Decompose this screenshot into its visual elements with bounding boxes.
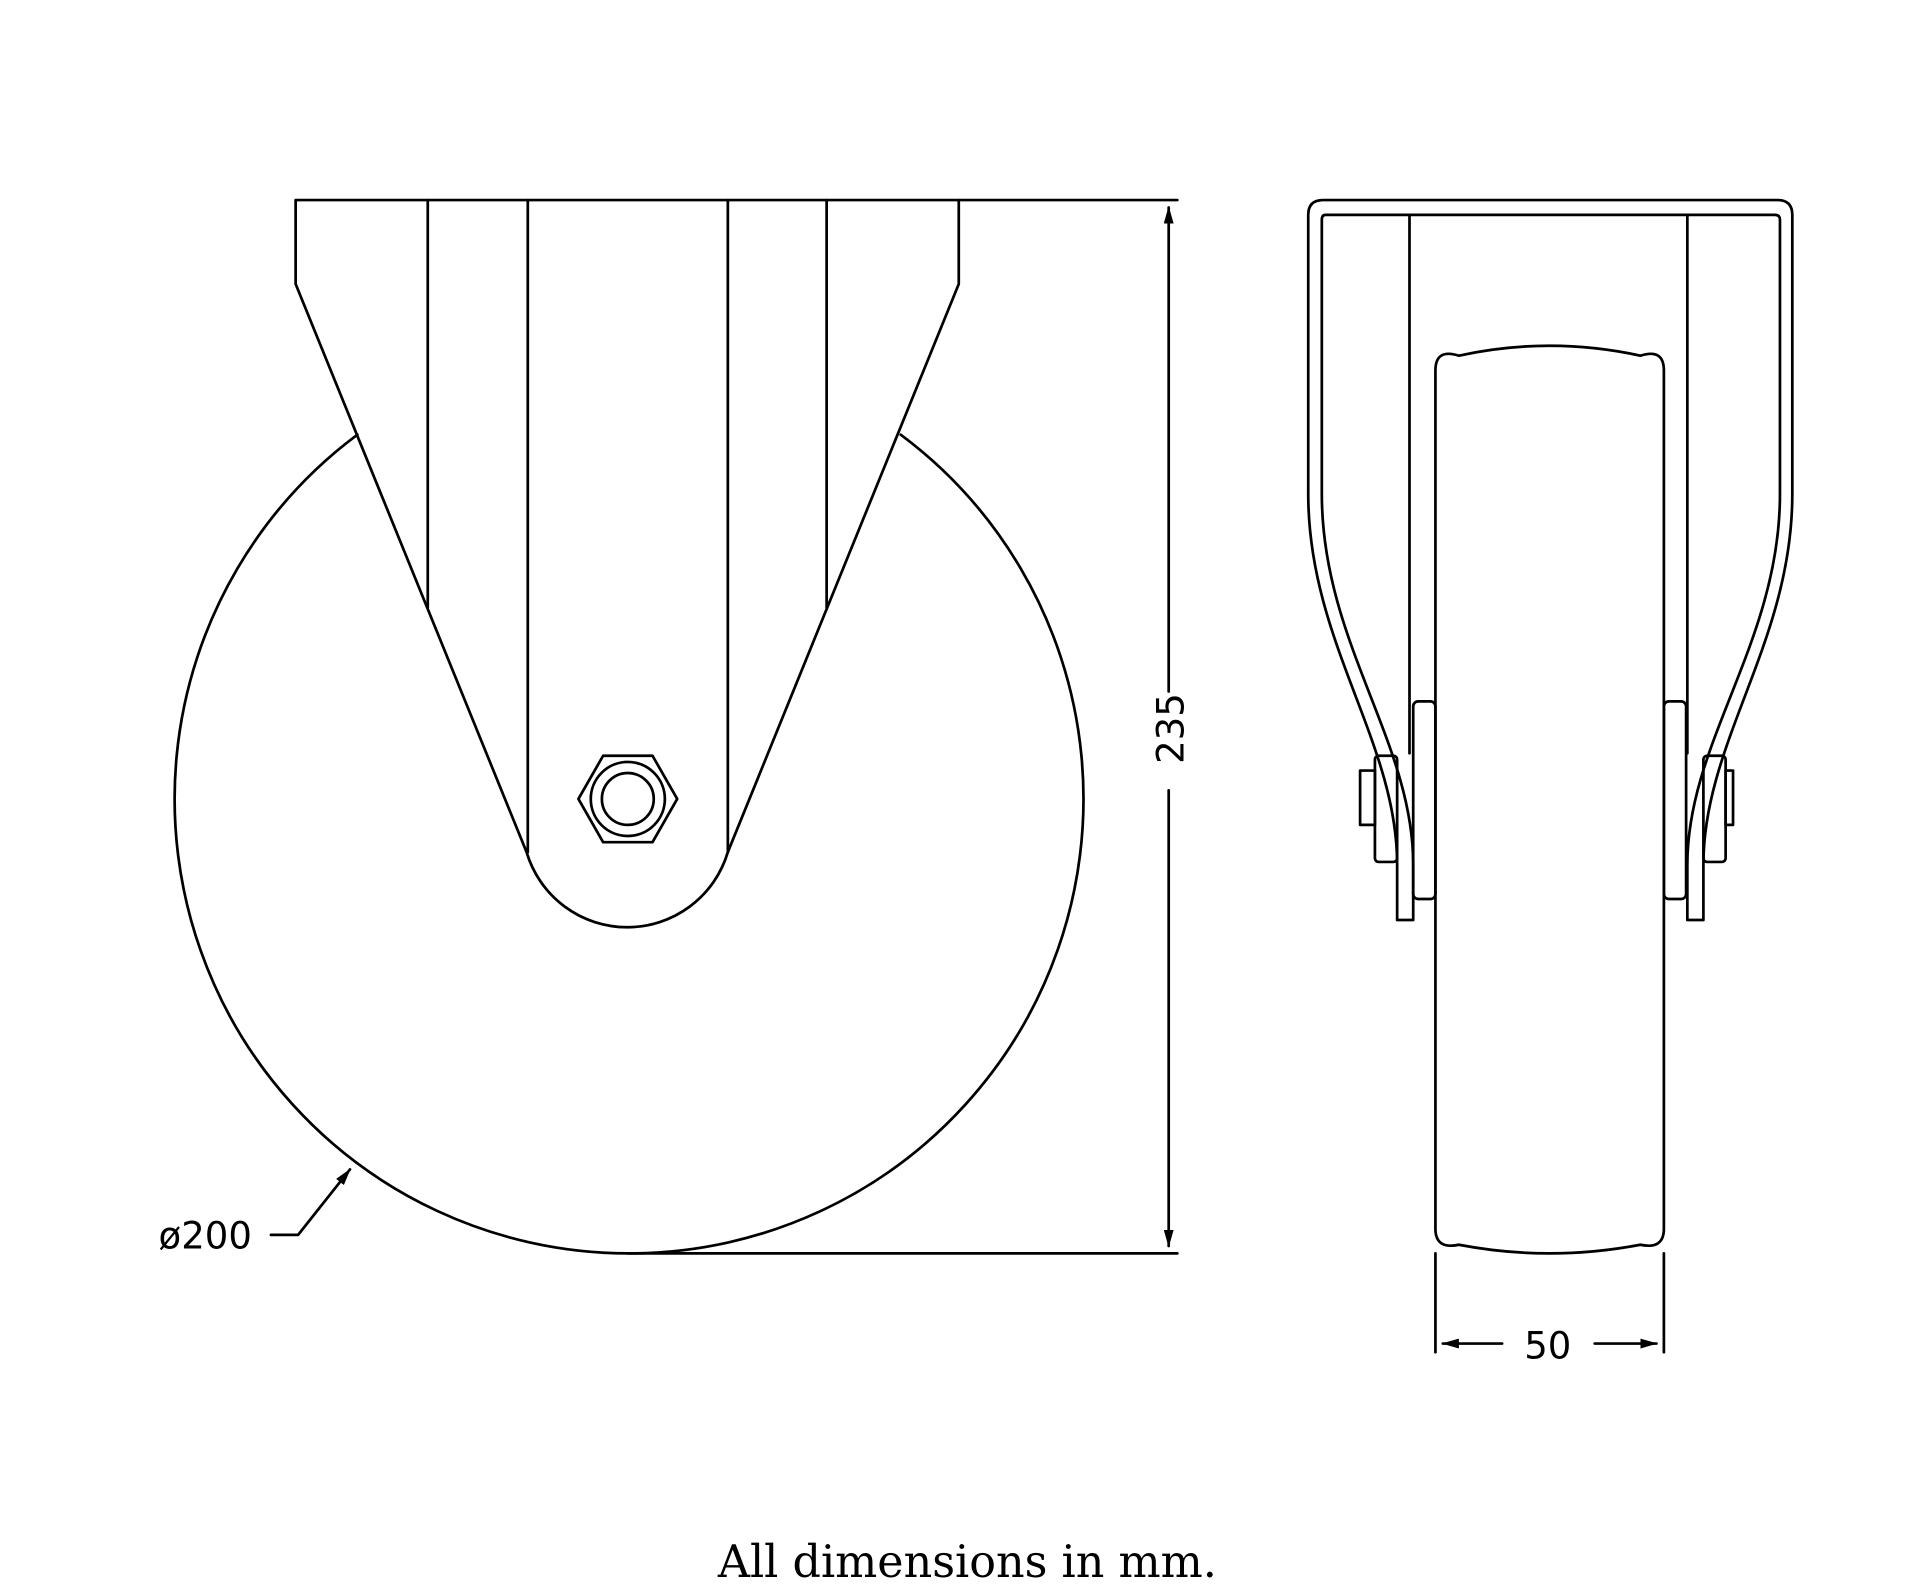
height-dimension: 235 bbox=[626, 198, 1193, 1255]
width-dimension: 50 bbox=[1434, 1252, 1666, 1367]
fork-outer-outline bbox=[1306, 198, 1794, 922]
side-view: 50 bbox=[1306, 198, 1794, 1367]
height-label: 235 bbox=[1150, 693, 1193, 764]
front-view: 235 ø200 bbox=[159, 198, 1193, 1257]
diameter-dimension: ø200 bbox=[159, 1168, 352, 1257]
diameter-label: ø200 bbox=[159, 1214, 252, 1257]
axle-bolt-icon bbox=[1358, 754, 1735, 864]
fork-outline bbox=[294, 198, 961, 929]
width-label: 50 bbox=[1524, 1324, 1571, 1367]
axle-nut-icon bbox=[577, 754, 679, 844]
wheel-tread bbox=[1434, 344, 1666, 1255]
hub-left bbox=[1411, 700, 1437, 901]
hub-right bbox=[1662, 700, 1688, 901]
wheel-outline bbox=[173, 433, 1085, 1255]
caption: All dimensions in mm. bbox=[717, 1537, 1217, 1588]
